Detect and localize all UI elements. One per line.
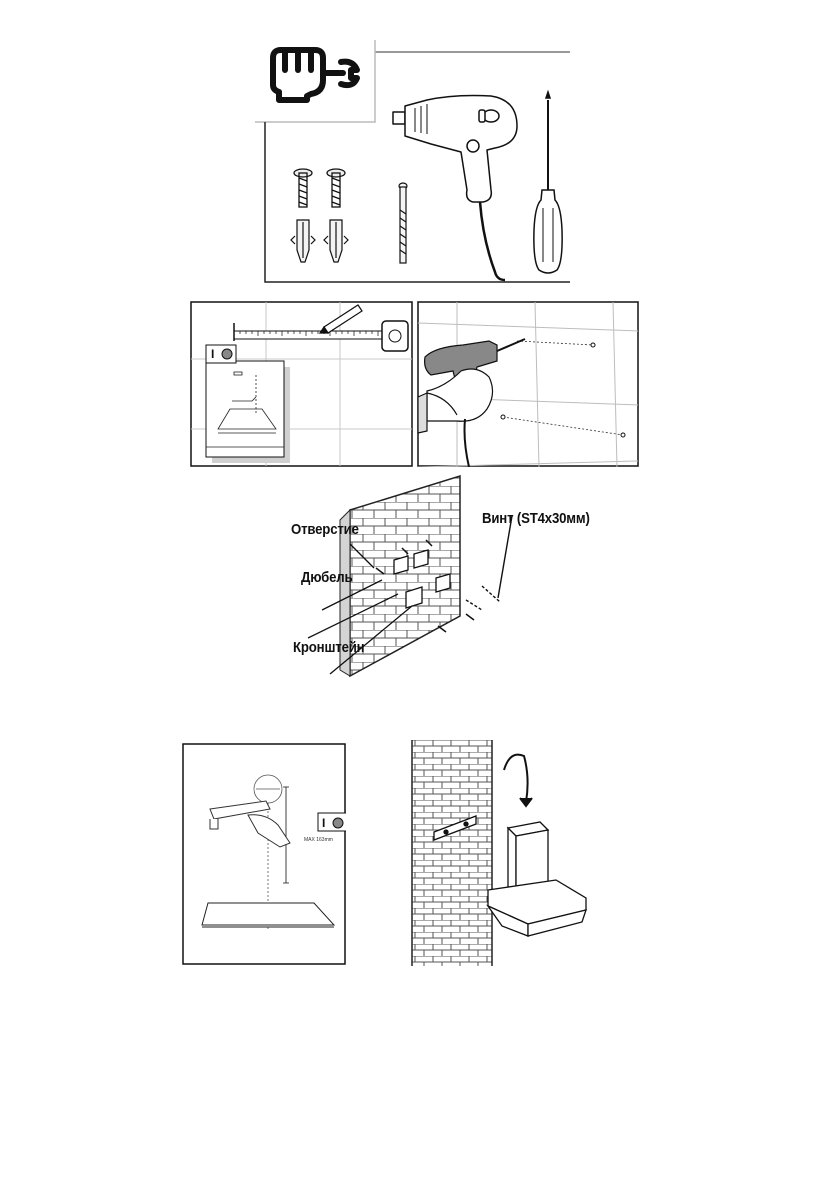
measure-step-panel: I xyxy=(190,301,413,467)
svg-text:I: I xyxy=(322,816,325,830)
drill-bit-icon xyxy=(399,183,407,263)
manual-sheet-icon: I xyxy=(206,345,290,463)
drill-step-panel xyxy=(417,301,639,467)
install-illustration xyxy=(406,740,606,966)
height-illustration: I xyxy=(182,743,346,965)
wall-plug-icon xyxy=(291,220,348,262)
svg-text:I: I xyxy=(211,347,214,361)
label-screw: Винт (ST4x30мм) xyxy=(482,510,590,527)
label-bracket: Кронштейн xyxy=(293,639,364,656)
label-dowel: Дюбель xyxy=(301,569,352,586)
power-drill-icon xyxy=(393,96,517,281)
manual-tag-icon: I xyxy=(318,813,346,831)
hood-icon xyxy=(488,822,586,936)
screw-icon xyxy=(294,169,345,207)
label-hole: Отверстие xyxy=(291,521,359,538)
max-height-label: MAX 163mm xyxy=(304,837,333,843)
rotate-arrow-icon xyxy=(504,755,532,806)
height-step-panel: I MAX 163mm xyxy=(182,743,346,965)
measure-illustration: I xyxy=(190,301,413,467)
install-step-panel xyxy=(406,740,606,966)
tools-illustration xyxy=(255,40,573,284)
drill-illustration xyxy=(417,301,639,467)
screw-icon xyxy=(466,516,512,610)
hand-wrench-icon xyxy=(273,50,357,100)
mount-step-panel: Отверстие Дюбель Кронштейн Винт (ST4x30м… xyxy=(286,470,586,680)
tools-panel xyxy=(255,40,573,284)
screwdriver-icon xyxy=(534,92,562,273)
